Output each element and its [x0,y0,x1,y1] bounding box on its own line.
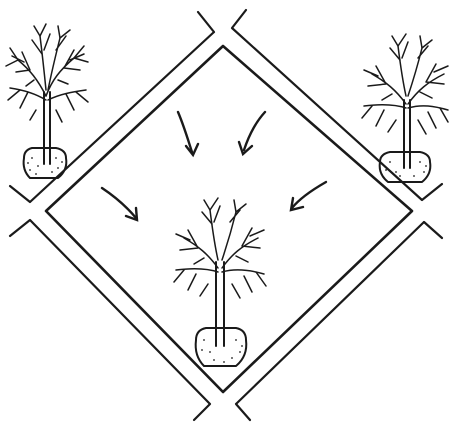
arrow-top-right [239,112,265,154]
tree-trunk [44,92,50,164]
tree-canopy [6,24,88,122]
street-edges [10,10,442,420]
tree-trunk [216,262,224,346]
tree-pit-soil [385,161,427,177]
tree-left-corner [6,24,88,178]
tree-right-corner [362,34,448,182]
tree-trunk [404,100,410,168]
arrow-right [291,182,326,210]
arrow-top-left [178,112,198,155]
outer-road-edge [30,28,424,404]
tree-pit-soil [201,339,243,363]
arrow-left [102,188,137,220]
city-block [46,46,412,392]
tree-pit [196,328,247,366]
tree-center [174,198,266,366]
tree-canopy [174,198,266,298]
